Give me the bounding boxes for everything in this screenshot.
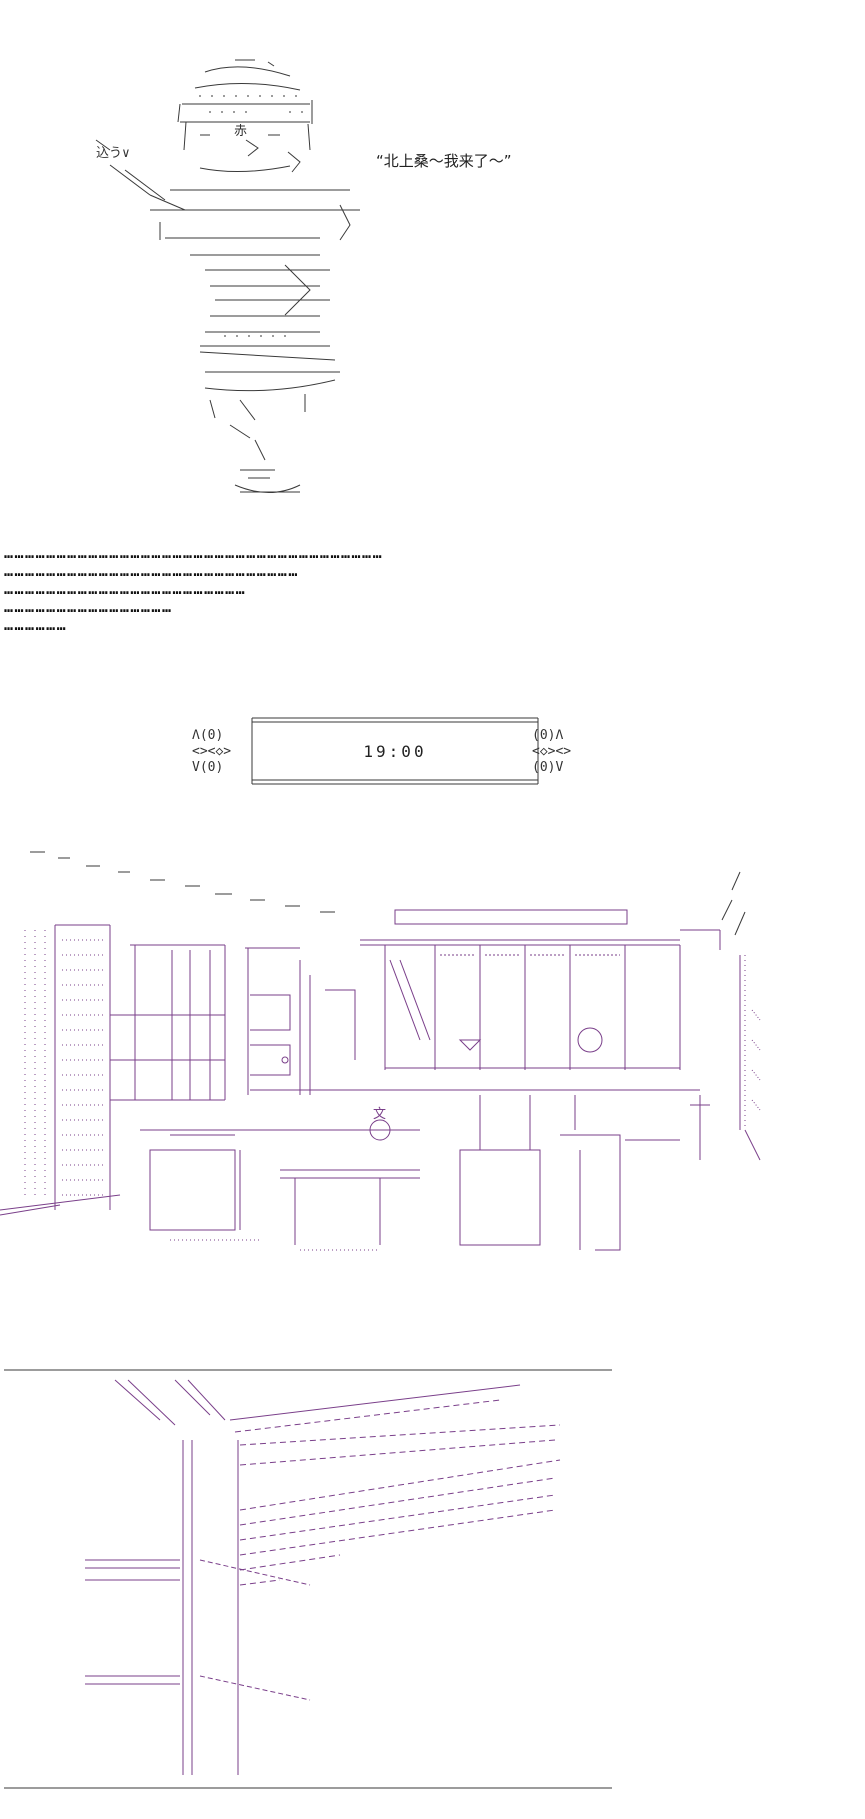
character-skirt xyxy=(199,345,340,392)
time-card-frame xyxy=(251,717,539,785)
character-dot-texture xyxy=(199,95,303,337)
speech-quote: “北上桑～我来了～” xyxy=(376,152,512,170)
ellipsis-line-4: ………………………………………… xyxy=(4,598,173,616)
right-wall xyxy=(680,929,761,1161)
overhead-sign xyxy=(394,909,628,925)
cabinet-left xyxy=(110,944,226,1101)
time-card-right-deco: (0)Λ <◇><> (0)V xyxy=(532,728,572,775)
ellipsis-block: ……………………………………………………………………………………………… ………… xyxy=(4,544,650,634)
character-raised-arm xyxy=(95,139,186,211)
ellipsis-line-1: ……………………………………………………………………………………………… xyxy=(4,544,384,562)
back-windows xyxy=(360,939,681,1070)
shelves-middle xyxy=(245,947,356,1095)
classroom-scene: 文 xyxy=(0,851,761,1251)
classroom-desks xyxy=(0,1089,700,1251)
scene-kanji-chest: 赤 xyxy=(234,124,248,139)
hallway-lockers xyxy=(85,1559,311,1701)
scene-kanji-shop: 文 xyxy=(373,1107,386,1122)
ellipsis-line-2: ………………………………………………………………………… xyxy=(4,562,299,580)
left-wall-texture xyxy=(24,924,111,1210)
hallway-ceiling-beams xyxy=(229,1384,561,1586)
character-head xyxy=(177,59,313,173)
character-torso xyxy=(150,189,360,333)
ellipsis-line-5: ……………… xyxy=(4,616,68,634)
time-card-time: 19:00 xyxy=(363,742,427,761)
hallway-scene xyxy=(4,1369,612,1789)
character-legs xyxy=(209,394,306,493)
ellipsis-line-3: …………………………………………………………… xyxy=(4,580,247,598)
scene-kanji-left: 込う∨ xyxy=(96,146,130,161)
ceiling-lines xyxy=(30,851,746,936)
character-figure xyxy=(95,59,360,493)
time-card-left-deco: Λ(0) <><◇> V(0) xyxy=(192,728,232,775)
hallway-pillar xyxy=(114,1379,239,1775)
